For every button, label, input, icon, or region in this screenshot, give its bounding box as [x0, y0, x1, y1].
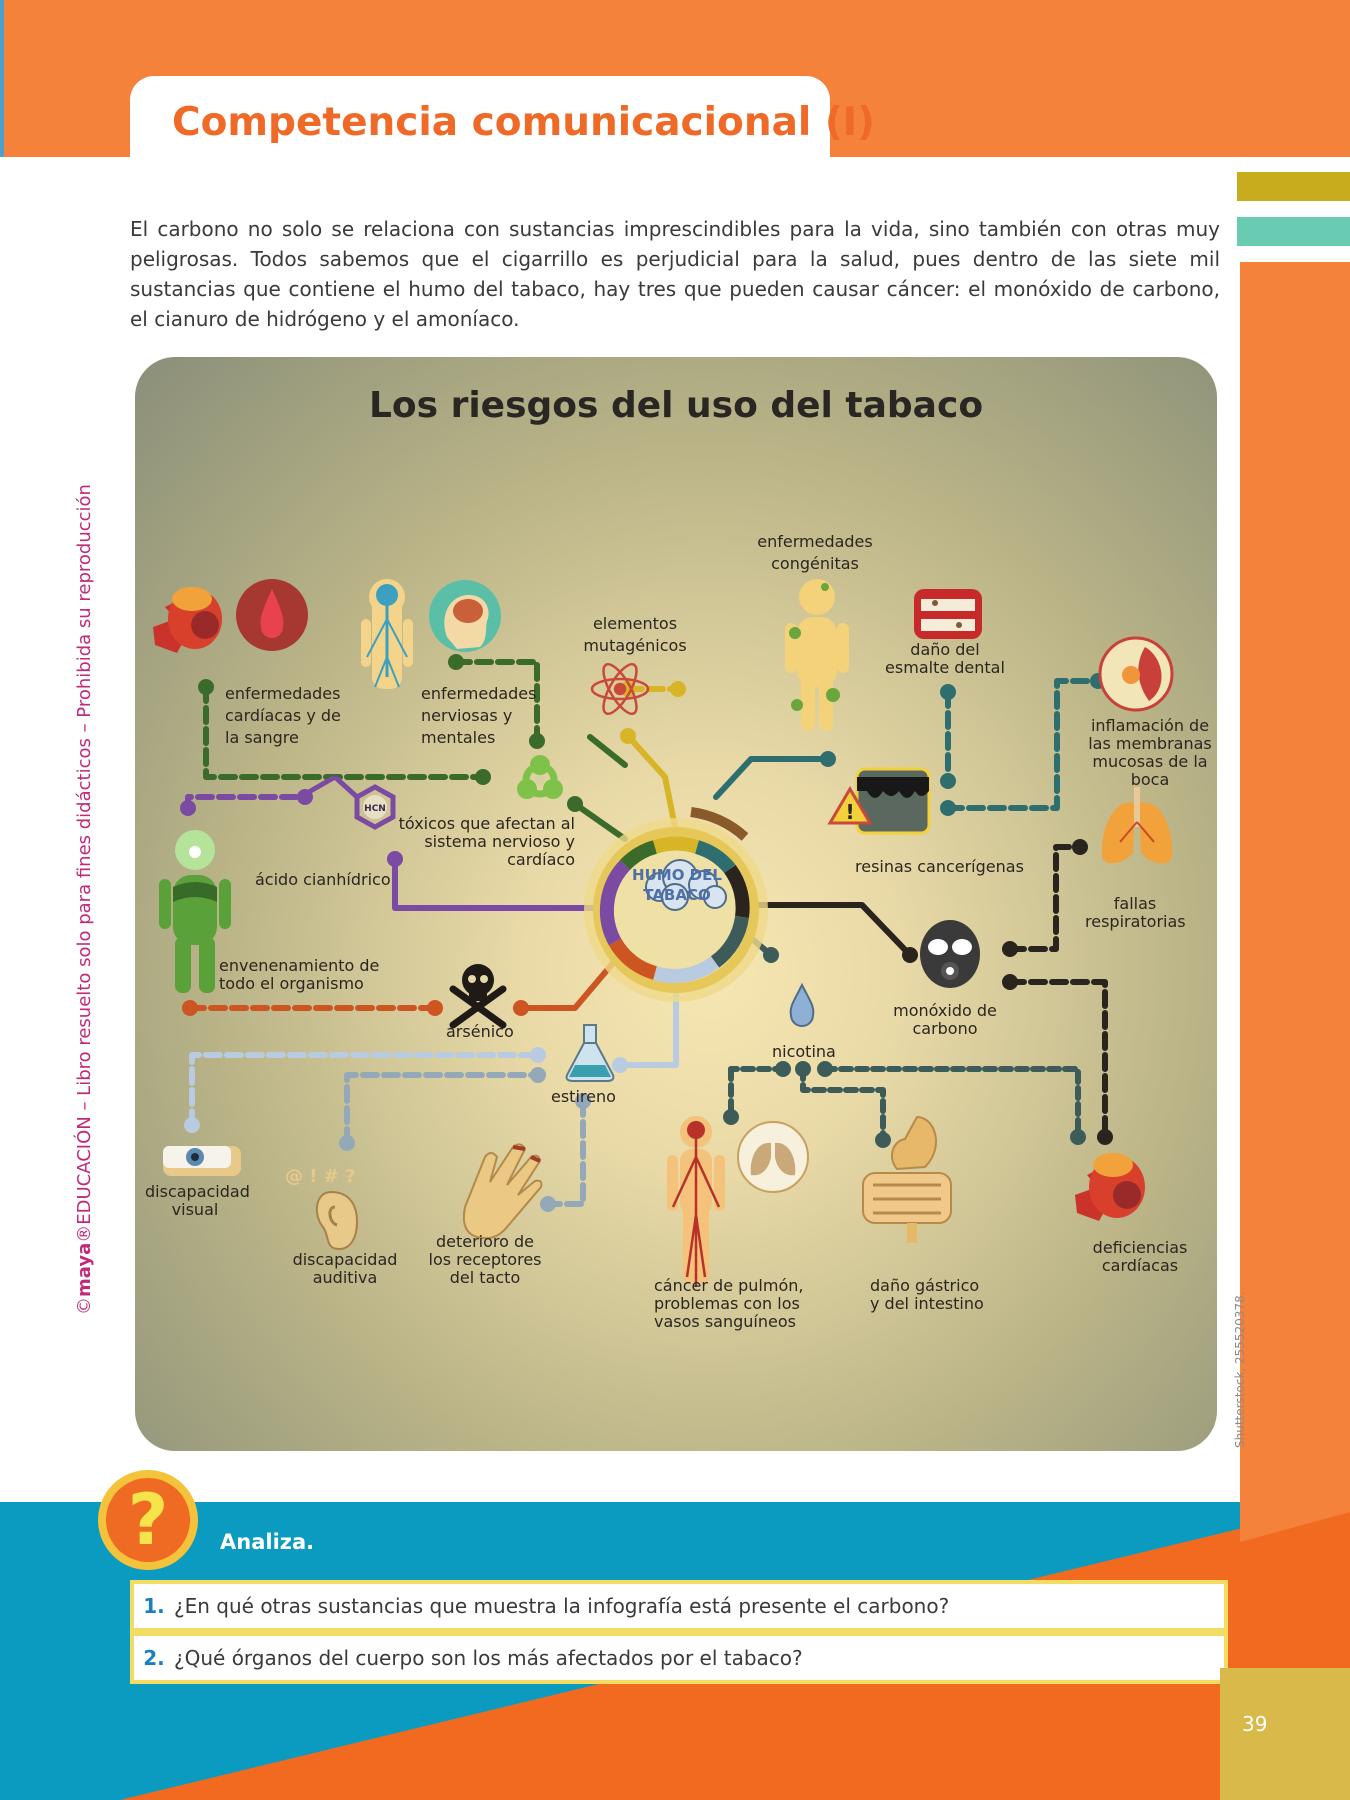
stomach-intestine-icon — [862, 1115, 952, 1243]
page-number: 39 — [1242, 1712, 1268, 1736]
label-enfermedades-congenitas: enfermedades congénitas — [757, 532, 873, 573]
atom-icon — [590, 662, 650, 716]
brand-name: maya — [74, 1242, 95, 1297]
label-elementos-mutagenicos: elementos mutagénicos — [583, 614, 687, 655]
question-2: 2. ¿Qué órganos del cuerpo son los más af… — [130, 1632, 1228, 1684]
nervous-system-icon — [361, 579, 413, 689]
question-text: ¿En qué otras sustancias que muestra la … — [174, 1594, 950, 1618]
circulatory-body-icon — [667, 1116, 725, 1287]
skull-crossbones-icon — [449, 964, 507, 1029]
blood-drop-icon — [236, 579, 308, 651]
teeth-icon — [914, 589, 982, 639]
smoke-cloud-icon — [645, 859, 727, 911]
label-cancer-pulmon: cáncer de pulmón, problemas con los vaso… — [654, 1276, 804, 1331]
label-arsenico: arsénico — [446, 1022, 514, 1041]
label-resinas: resinas cancerígenas — [855, 857, 1024, 876]
decor-bar-teal — [1237, 217, 1350, 246]
label-estireno: estireno — [551, 1087, 616, 1106]
label-receptores-tacto: deterioro de los receptores del tacto — [428, 1232, 542, 1287]
eye-icon — [163, 1146, 241, 1176]
label-enfermedades-cardiacas: enfermedades cardíacas y de la sangre — [225, 684, 341, 747]
svg-text:!: ! — [845, 800, 854, 824]
question-text: ¿Qué órganos del cuerpo son los más afec… — [174, 1646, 803, 1670]
tar-jar-icon — [855, 767, 931, 835]
header-accent-line — [0, 0, 4, 157]
notice-text: EDUCACIÓN – Libro resuelto solo para fin… — [74, 484, 95, 1225]
molecule-icon — [298, 774, 396, 830]
flask-icon — [565, 1024, 615, 1082]
label-fallas-respiratorias: fallas respiratorias — [1085, 894, 1186, 931]
mouth-icon — [1098, 636, 1174, 712]
title-tab — [130, 76, 830, 166]
question-number: 2. — [143, 1646, 165, 1670]
label-enfermedades-nerviosas: enfermedades nerviosas y mentales — [421, 684, 537, 747]
svg-text:@ ! # ?: @ ! # ? — [285, 1166, 356, 1187]
copyright-notice: ©maya®EDUCACIÓN – Libro resuelto solo pa… — [74, 484, 95, 1315]
page-number-box — [1220, 1668, 1350, 1800]
label-discapacidad-visual: discapacidad visual — [145, 1182, 250, 1219]
center-label: HUMO DEL TABACO — [632, 866, 722, 904]
label-dano-gastrico: daño gástrico y del intestino — [870, 1276, 984, 1313]
ear-icon: @ ! # ? — [285, 1166, 359, 1251]
warning-icon: ! — [827, 786, 873, 825]
label-envenenamiento: envenenamiento de todo el organismo — [219, 956, 380, 993]
right-margin-strip — [1240, 262, 1350, 1502]
gas-mask-icon — [920, 920, 980, 988]
label-monoxido: monóxido de carbono — [893, 1001, 997, 1038]
infographic-connectors: HCN ! — [153, 579, 1174, 1287]
question-mark-icon: ? — [106, 1478, 190, 1562]
infographic-title: Los riesgos del uso del tabaco — [368, 385, 984, 426]
label-membranas-mucosas: inflamación de las membranas mucosas de … — [1088, 716, 1212, 789]
child-body-icon — [785, 579, 849, 731]
hand-icon — [462, 1143, 543, 1240]
label-acido-cianhidrico: ácido cianhídrico — [255, 870, 391, 889]
biohazard-icon — [517, 755, 563, 799]
analyze-label: Analiza. — [220, 1530, 315, 1554]
image-credit: Shutterstock, 255520378. — [1233, 1291, 1247, 1448]
heart-icon — [153, 587, 222, 653]
page-title: Competencia comunicacional (I) — [172, 100, 876, 145]
decor-bar-gold — [1237, 172, 1350, 201]
infographic: Los riesgos del uso del tabaco — [135, 357, 1217, 1451]
heart-icon — [1075, 1153, 1145, 1221]
label-discapacidad-auditiva: discapacidad auditiva — [292, 1250, 398, 1287]
question-number: 1. — [143, 1594, 165, 1618]
label-deficiencias-cardiacas: deficiencias cardíacas — [1092, 1238, 1188, 1275]
lungs-icon — [1101, 787, 1173, 864]
brain-head-icon — [429, 580, 501, 652]
label-esmalte-dental: daño del esmalte dental — [885, 640, 1005, 677]
hcn-label: HCN — [364, 804, 386, 814]
lungs-icon — [737, 1121, 809, 1193]
nicotine-drop-icon — [789, 982, 815, 1027]
question-1: 1. ¿En qué otras sustancias que muestra l… — [130, 1580, 1228, 1632]
label-toxicos: tóxicos que afectan al sistema nervioso … — [398, 814, 575, 869]
poisoned-person-icon — [159, 830, 231, 993]
label-nicotina: nicotina — [772, 1042, 836, 1061]
intro-paragraph: El carbono no solo se relaciona con sust… — [130, 217, 1220, 331]
